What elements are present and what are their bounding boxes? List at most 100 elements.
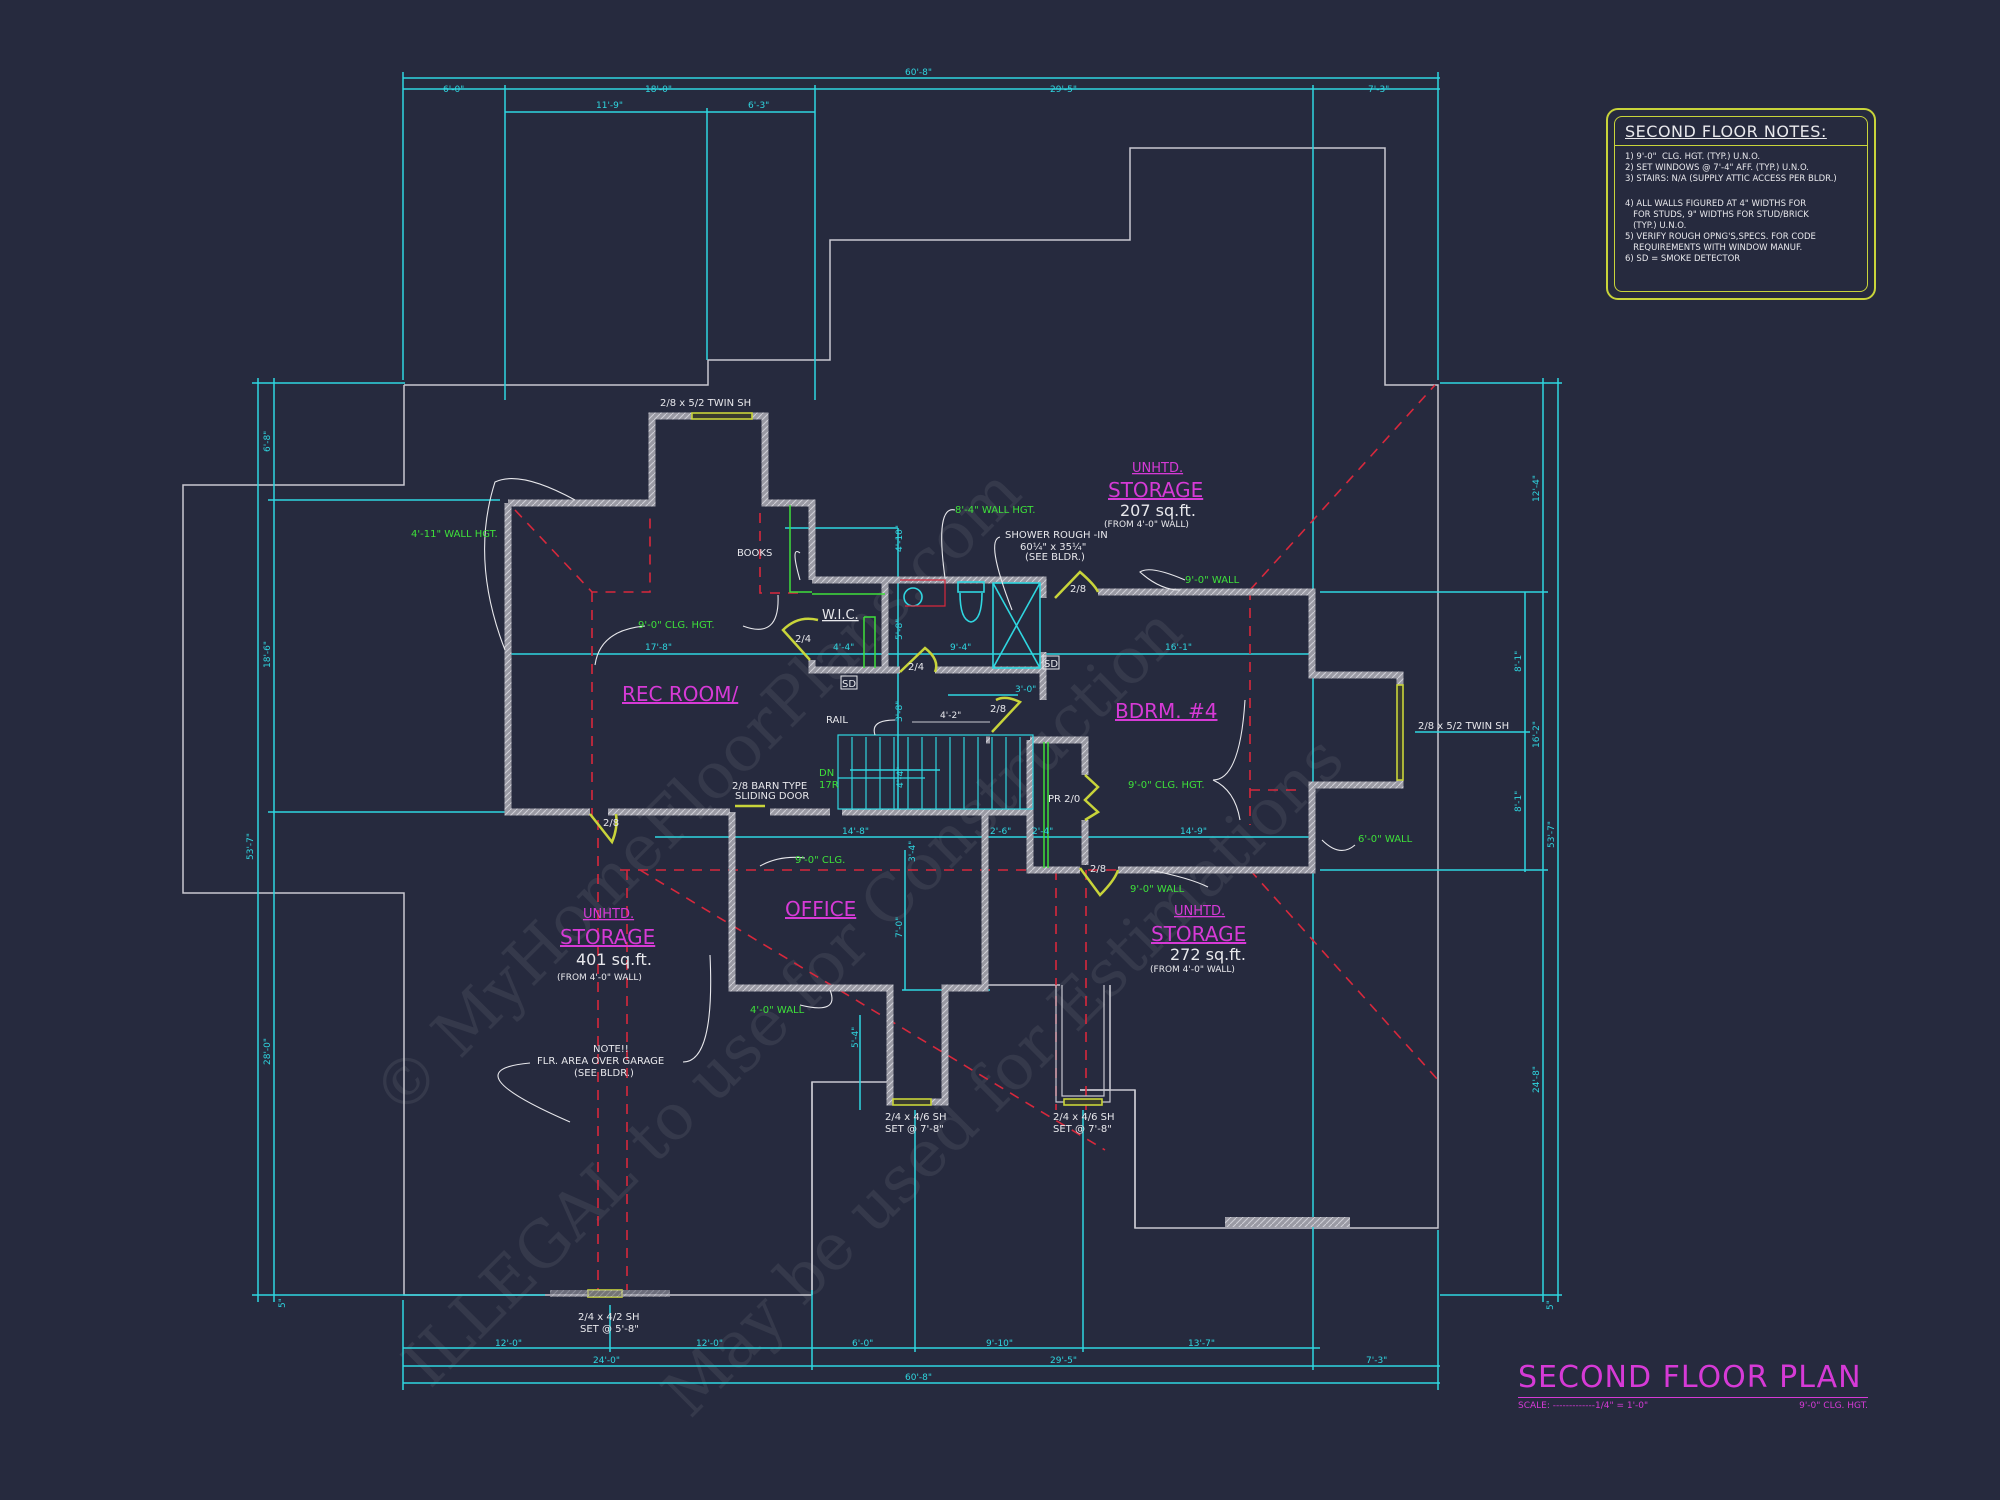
door-pr-bifold bbox=[1083, 774, 1101, 822]
closet-lines bbox=[789, 505, 1049, 868]
svg-text:2/4: 2/4 bbox=[795, 634, 811, 645]
svg-text:4'-11" WALL HGT.: 4'-11" WALL HGT. bbox=[411, 529, 498, 540]
room-rec: REC ROOM/ bbox=[622, 682, 738, 706]
second-floor-notes-panel: SECOND FLOOR NOTES: 1) 9'-0" CLG. HGT. (… bbox=[1606, 108, 1876, 300]
door-bath bbox=[899, 646, 938, 673]
svg-text:UNHTD.: UNHTD. bbox=[583, 907, 634, 922]
svg-text:SET @ 5'-8": SET @ 5'-8" bbox=[580, 1324, 639, 1335]
svg-text:RAIL: RAIL bbox=[826, 715, 848, 726]
svg-text:7'-0": 7'-0" bbox=[895, 917, 905, 938]
shower-icon bbox=[992, 582, 1041, 669]
toilet-tank-icon bbox=[957, 581, 985, 593]
dimension-labels: 60'-8" 6'-0" 18'-0" 29'-5" 7'-3" 11'-9" … bbox=[246, 68, 1557, 1383]
svg-text:9'-0" CLG. HGT.: 9'-0" CLG. HGT. bbox=[638, 620, 715, 631]
smoke-detector-icon bbox=[1042, 655, 1060, 670]
svg-text:4'-0" WALL: 4'-0" WALL bbox=[750, 1005, 805, 1016]
note-item: 2) SET WINDOWS @ 7'-4" AFF. (TYP.) U.N.O… bbox=[1625, 163, 1810, 173]
svg-text:2/8: 2/8 bbox=[603, 818, 619, 829]
door-bdrm-bath bbox=[1054, 570, 1100, 599]
svg-text:2/8: 2/8 bbox=[1070, 584, 1086, 595]
svg-text:28'-0": 28'-0" bbox=[263, 1038, 273, 1065]
leader-lines bbox=[484, 478, 1356, 1123]
smoke-detector-icon bbox=[840, 675, 858, 690]
door-wic bbox=[781, 617, 819, 661]
window-rec-top bbox=[691, 412, 753, 420]
svg-text:13'-7": 13'-7" bbox=[1188, 1339, 1215, 1349]
svg-text:207 sq.ft.: 207 sq.ft. bbox=[1120, 501, 1196, 520]
svg-text:17'-8": 17'-8" bbox=[645, 643, 672, 653]
door-rec-bottom bbox=[589, 813, 618, 845]
svg-text:24'-0": 24'-0" bbox=[593, 1356, 620, 1366]
note-item: 4) ALL WALLS FIGURED AT 4" WIDTHS FOR FO… bbox=[1625, 199, 1809, 231]
note-item: 6) SD = SMOKE DETECTOR bbox=[1625, 254, 1741, 264]
title-block: SECOND FLOOR PLAN SCALE: -------------1/… bbox=[1518, 1360, 1868, 1411]
stairs bbox=[837, 734, 1034, 810]
svg-text:4'-10": 4'-10" bbox=[895, 525, 905, 552]
note-item: 3) STAIRS: N/A (SUPPLY ATTIC ACCESS PER … bbox=[1625, 174, 1837, 184]
room-labels: REC ROOM/ W.I.C. BDRM. #4 OFFICE UNHTD. … bbox=[557, 461, 1246, 983]
doors bbox=[589, 570, 1120, 897]
svg-text:18'-6": 18'-6" bbox=[263, 641, 273, 668]
svg-text:(FROM 4'-0" WALL): (FROM 4'-0" WALL) bbox=[557, 973, 642, 983]
svg-text:STORAGE: STORAGE bbox=[560, 925, 655, 949]
windows bbox=[587, 412, 1404, 1298]
note-item: 5) VERIFY ROUGH OPNG'S,SPECS. FOR CODE R… bbox=[1625, 232, 1816, 253]
svg-text:3'-4": 3'-4" bbox=[908, 841, 918, 862]
svg-text:14'-8": 14'-8" bbox=[842, 827, 869, 837]
svg-text:4'-4": 4'-4" bbox=[896, 767, 906, 788]
svg-text:SLIDING DOOR: SLIDING DOOR bbox=[735, 791, 809, 802]
svg-text:12'-4": 12'-4" bbox=[1532, 475, 1542, 502]
svg-text:4'-2": 4'-2" bbox=[940, 711, 961, 721]
green-notes: 4'-11" WALL HGT. 9'-0" CLG. HGT. 8'-4" W… bbox=[411, 505, 1413, 1016]
svg-text:29'-5": 29'-5" bbox=[1050, 1356, 1077, 1366]
svg-text:6'-0": 6'-0" bbox=[852, 1339, 873, 1349]
svg-text:12'-0": 12'-0" bbox=[696, 1339, 723, 1349]
svg-text:SD: SD bbox=[842, 679, 856, 690]
svg-text:UNHTD.: UNHTD. bbox=[1132, 461, 1183, 476]
svg-text:UNHTD.: UNHTD. bbox=[1174, 904, 1225, 919]
svg-text:2/4: 2/4 bbox=[908, 662, 924, 673]
svg-text:7'-3": 7'-3" bbox=[1366, 1356, 1387, 1366]
plan-title: SECOND FLOOR PLAN bbox=[1518, 1360, 1868, 1398]
svg-text:6'-8": 6'-8" bbox=[263, 431, 273, 452]
svg-text:5": 5" bbox=[1546, 1300, 1556, 1310]
svg-text:8'-4" WALL HGT.: 8'-4" WALL HGT. bbox=[955, 505, 1035, 516]
svg-text:3'-0": 3'-0" bbox=[1015, 685, 1036, 695]
notes-title: SECOND FLOOR NOTES: bbox=[1615, 117, 1867, 146]
svg-text:2'-6": 2'-6" bbox=[990, 827, 1011, 837]
svg-text:2/8: 2/8 bbox=[1090, 864, 1106, 875]
window-bdrm bbox=[1396, 684, 1404, 781]
svg-text:2'-4": 2'-4" bbox=[1032, 827, 1053, 837]
svg-text:FLR. AREA OVER GARAGE: FLR. AREA OVER GARAGE bbox=[537, 1056, 664, 1067]
svg-text:PR 2/0: PR 2/0 bbox=[1048, 794, 1080, 805]
svg-text:2/4 x 4/2 SH: 2/4 x 4/2 SH bbox=[578, 1312, 640, 1323]
svg-text:401 sq.ft.: 401 sq.ft. bbox=[576, 950, 652, 969]
svg-text:2/4 x 4/6 SH: 2/4 x 4/6 SH bbox=[1053, 1112, 1115, 1123]
svg-text:11'-9": 11'-9" bbox=[596, 101, 623, 111]
svg-text:7'-3": 7'-3" bbox=[1368, 85, 1389, 95]
svg-text:9'-0" CLG. HGT.: 9'-0" CLG. HGT. bbox=[1128, 780, 1205, 791]
window-s1 bbox=[892, 1098, 932, 1106]
svg-text:9'-10": 9'-10" bbox=[986, 1339, 1013, 1349]
svg-text:24'-8": 24'-8" bbox=[1532, 1066, 1542, 1093]
toilet-bowl-icon bbox=[959, 592, 983, 623]
svg-text:14'-9": 14'-9" bbox=[1180, 827, 1207, 837]
svg-text:12'-0": 12'-0" bbox=[495, 1339, 522, 1349]
svg-text:2/8 BARN TYPE: 2/8 BARN TYPE bbox=[732, 781, 807, 792]
svg-text:SET @ 7'-8": SET @ 7'-8" bbox=[885, 1124, 944, 1135]
svg-text:5'-8": 5'-8" bbox=[895, 619, 905, 640]
room-office: OFFICE bbox=[785, 897, 856, 921]
svg-text:(FROM 4'-0" WALL): (FROM 4'-0" WALL) bbox=[1104, 520, 1189, 530]
svg-text:STORAGE: STORAGE bbox=[1151, 922, 1246, 946]
svg-text:SD: SD bbox=[1044, 659, 1058, 670]
svg-text:9'-0" WALL: 9'-0" WALL bbox=[1185, 575, 1240, 586]
door-se-storage bbox=[1078, 867, 1120, 897]
svg-text:5'-4": 5'-4" bbox=[851, 1027, 861, 1048]
door-hall bbox=[991, 696, 1023, 733]
hatched-rail bbox=[1225, 1217, 1350, 1227]
svg-text:NOTE!!: NOTE!! bbox=[593, 1044, 629, 1055]
svg-text:BOOKS: BOOKS bbox=[737, 548, 772, 559]
svg-text:6'-0": 6'-0" bbox=[443, 85, 464, 95]
svg-text:60'-8": 60'-8" bbox=[905, 1373, 932, 1383]
svg-text:2/8 x 5/2 TWIN SH: 2/8 x 5/2 TWIN SH bbox=[660, 398, 751, 409]
